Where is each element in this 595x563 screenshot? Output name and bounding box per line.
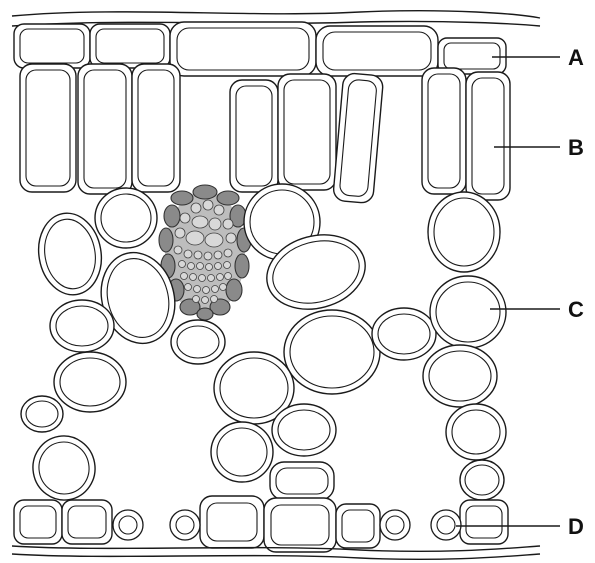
spongy-mesophyll [21, 184, 506, 505]
palisade-layer [20, 64, 510, 204]
label-c: C [568, 297, 584, 322]
label-d: D [568, 514, 584, 539]
label-a: A [568, 45, 584, 70]
labels: A B C D [568, 45, 584, 539]
label-b: B [568, 135, 584, 160]
